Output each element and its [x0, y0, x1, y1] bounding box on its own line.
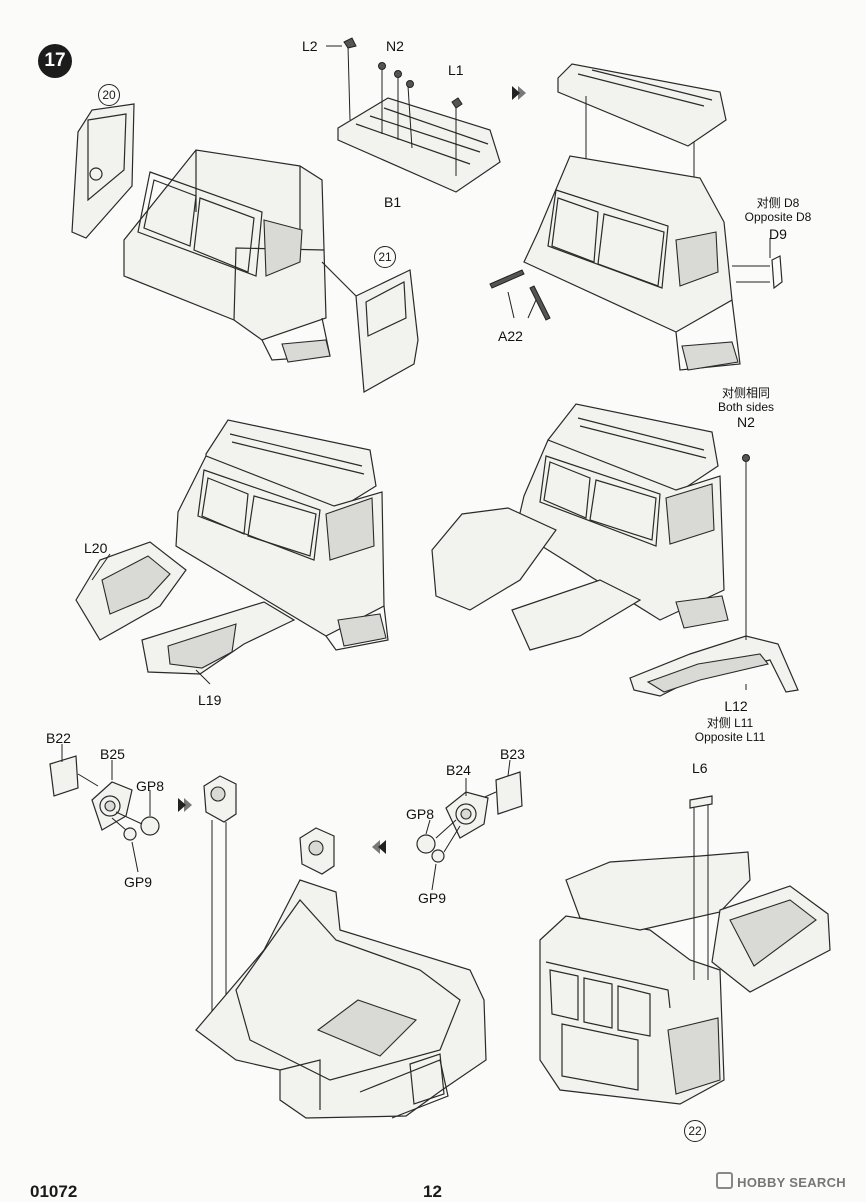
label-L19: L19	[198, 692, 222, 708]
label-GP9-right: GP9	[418, 890, 447, 906]
label-opposite-l11: Opposite L11	[694, 730, 766, 744]
label-GP8-left: GP8	[136, 778, 165, 794]
label-L12: L12	[724, 698, 748, 714]
watermark-logo-icon	[716, 1172, 734, 1189]
cab-interior-left	[195, 879, 487, 1119]
label-L20: L20	[84, 540, 108, 556]
label-B25: B25	[100, 746, 125, 762]
cab-rear-right	[539, 795, 831, 1105]
light-assembly-left	[49, 755, 237, 1044]
label-B22: B22	[46, 730, 71, 746]
label-GP9-left: GP9	[124, 874, 153, 890]
watermark: HOBBY SEARCH	[716, 1172, 846, 1190]
label-L1: L1	[448, 62, 464, 78]
label-leaders	[61, 45, 771, 891]
label-opposite-d8: Opposite D8	[744, 210, 812, 224]
label-both-sides-cn: 对侧相同	[721, 386, 771, 400]
part-callout-22: 22	[684, 1120, 706, 1142]
label-GP8-right: GP8	[406, 806, 435, 822]
label-B23: B23	[500, 746, 525, 762]
label-L6: L6	[692, 760, 708, 776]
product-code: 01072	[30, 1182, 78, 1201]
step-number-badge: 17	[38, 44, 72, 78]
page-number: 12	[423, 1182, 442, 1201]
watermark-text: HOBBY SEARCH	[737, 1175, 846, 1190]
label-B1: B1	[384, 194, 402, 210]
cab-assembly-c	[75, 419, 389, 675]
label-N2: N2	[386, 38, 404, 54]
flow-arrow-1	[512, 86, 526, 100]
label-opposite-l11-cn: 对侧 L11	[706, 716, 754, 730]
label-L2: L2	[302, 38, 318, 54]
part-callout-21: 21	[374, 246, 396, 268]
cab-assembly-b	[489, 63, 783, 371]
label-both-sides: Both sides	[717, 400, 775, 414]
label-A22: A22	[498, 328, 523, 344]
label-opposite-d8-cn: 对侧 D8	[756, 196, 800, 210]
label-N2-both: N2	[737, 414, 755, 430]
light-assembly-right	[299, 771, 523, 875]
part-callout-20: 20	[98, 84, 120, 106]
label-B24: B24	[446, 762, 471, 778]
cab-assembly-a	[71, 37, 501, 393]
cab-assembly-d	[431, 403, 799, 697]
label-D9: D9	[769, 226, 787, 242]
